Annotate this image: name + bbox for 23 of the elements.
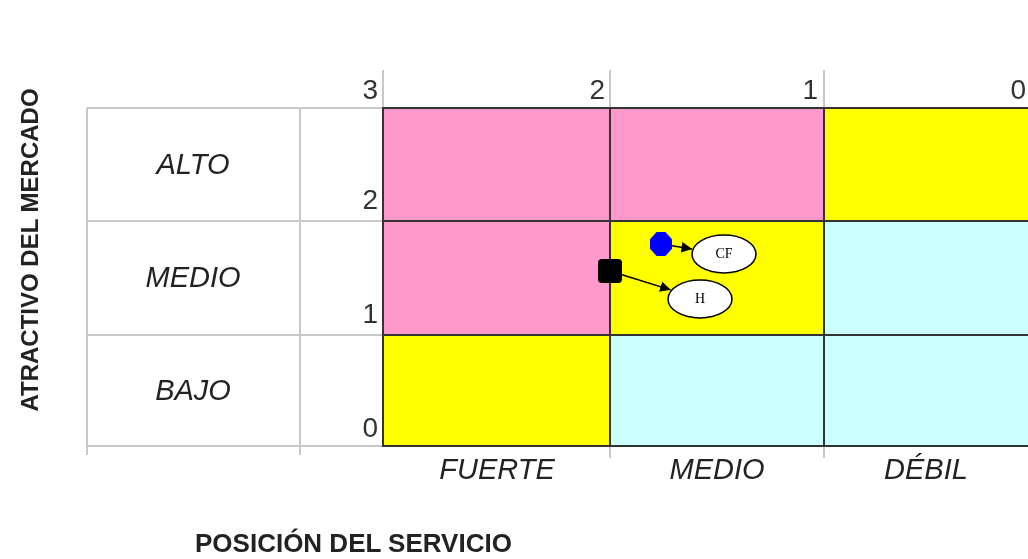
scale-number: 3 xyxy=(362,76,378,104)
square-marker xyxy=(598,259,622,283)
axis-title: POSICIÓN DEL SERVICIO xyxy=(195,530,512,556)
scale-number: 2 xyxy=(589,76,605,104)
node-label: H xyxy=(694,292,706,306)
category-label: ALTO xyxy=(156,150,230,179)
category-label: DÉBIL xyxy=(884,455,968,484)
arrow xyxy=(671,242,693,253)
category-label: MEDIO xyxy=(145,263,241,292)
node-label: CF xyxy=(715,247,733,261)
ellipse-node xyxy=(667,279,733,319)
scale-number: 1 xyxy=(802,76,818,104)
octagon-marker xyxy=(650,232,672,256)
scale-number: 0 xyxy=(362,414,378,442)
category-label: BAJO xyxy=(155,376,231,405)
ellipse-node xyxy=(691,234,757,274)
axis-title: ATRACTIVO DEL MERCADO xyxy=(18,88,42,412)
arrow xyxy=(621,274,672,292)
scale-number: 2 xyxy=(362,186,378,214)
category-label: MEDIO xyxy=(669,455,765,484)
category-label: FUERTE xyxy=(439,455,555,484)
scale-number: 0 xyxy=(1010,76,1026,104)
scale-number: 1 xyxy=(362,300,378,328)
